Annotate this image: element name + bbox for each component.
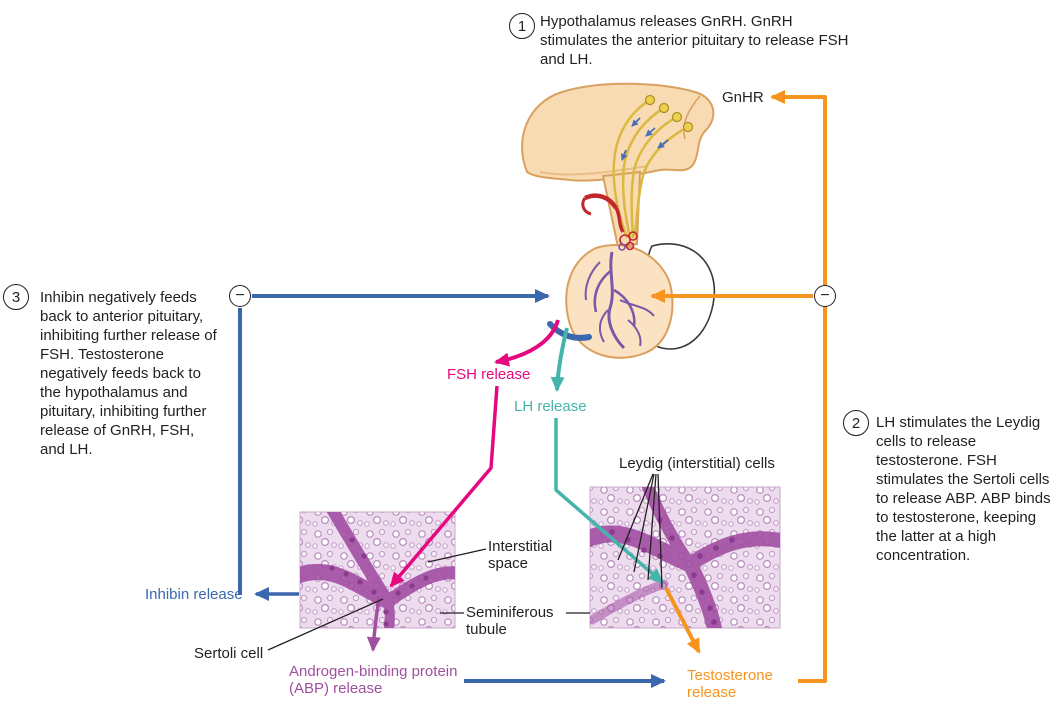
anterior-pituitary-shape [565,243,674,359]
testosterone-negative-feedback-icon: − [814,285,836,307]
lh-to-leydig-arrow [554,418,664,584]
anterior-pituitary-veins [584,251,655,350]
testosterone-feedback-line [770,90,827,683]
leader-lines [267,473,663,651]
fsh-to-sertoli-arrow [389,385,499,588]
hormone-arrows [238,90,827,688]
minus-sign: − [820,287,830,304]
lh-release-arrow [550,327,569,392]
step-2-number: 2 [851,414,861,432]
sertoli-to-abp-arrow [366,596,381,652]
flow-direction-arrows [620,117,669,161]
testosterone-release-label: Testosterone release [687,667,773,701]
step-1-number: 1 [517,17,527,35]
artery [581,193,625,233]
step-2-text: LH stimulates the Leydig cells to releas… [876,414,1051,564]
leydig-to-testosterone-arrow [664,587,701,654]
fsh-release-arrow [494,319,560,367]
neuron-cell-bodies [644,94,694,133]
capillary-plexus [618,231,638,251]
lh-release-label: LH release [514,398,587,415]
inhibin-release-label: Inhibin release [145,586,243,603]
seminiferous-tubule-label: Seminiferous tubule [466,604,554,638]
sertoli-cell-label: Sertoli cell [194,645,264,662]
abp-release-label: Androgen-binding protein (ABP) release [289,663,458,697]
fsh-release-label: FSH release [447,366,531,383]
pituitary-outlet [547,321,592,341]
leydig-leader-lines [617,473,663,589]
sertoli-cell-leader [267,598,384,651]
step-3-text: Inhibin negatively feeds back to anterio… [40,289,217,458]
step-1-marker: 1 [509,13,535,39]
seminiferous-tubule-micrograph-right [589,486,781,629]
interstitial-space-label: Interstitial space [488,538,553,572]
step-3-marker: 3 [3,284,29,310]
step-2-marker: 2 [843,410,869,436]
step-1-text: Hypothalamus releases GnRH. GnRH stimula… [540,13,849,68]
hypothalamus-pituitary-illustration [521,82,716,359]
minus-sign: − [235,287,245,304]
interstitial-space-leader [427,548,487,563]
step-3-number: 3 [11,288,21,306]
inhibin-negative-feedback-icon: − [229,285,251,307]
leydig-cells-label: Leydig (interstitial) cells [619,455,775,472]
gnhr-label: GnHR [722,89,764,106]
